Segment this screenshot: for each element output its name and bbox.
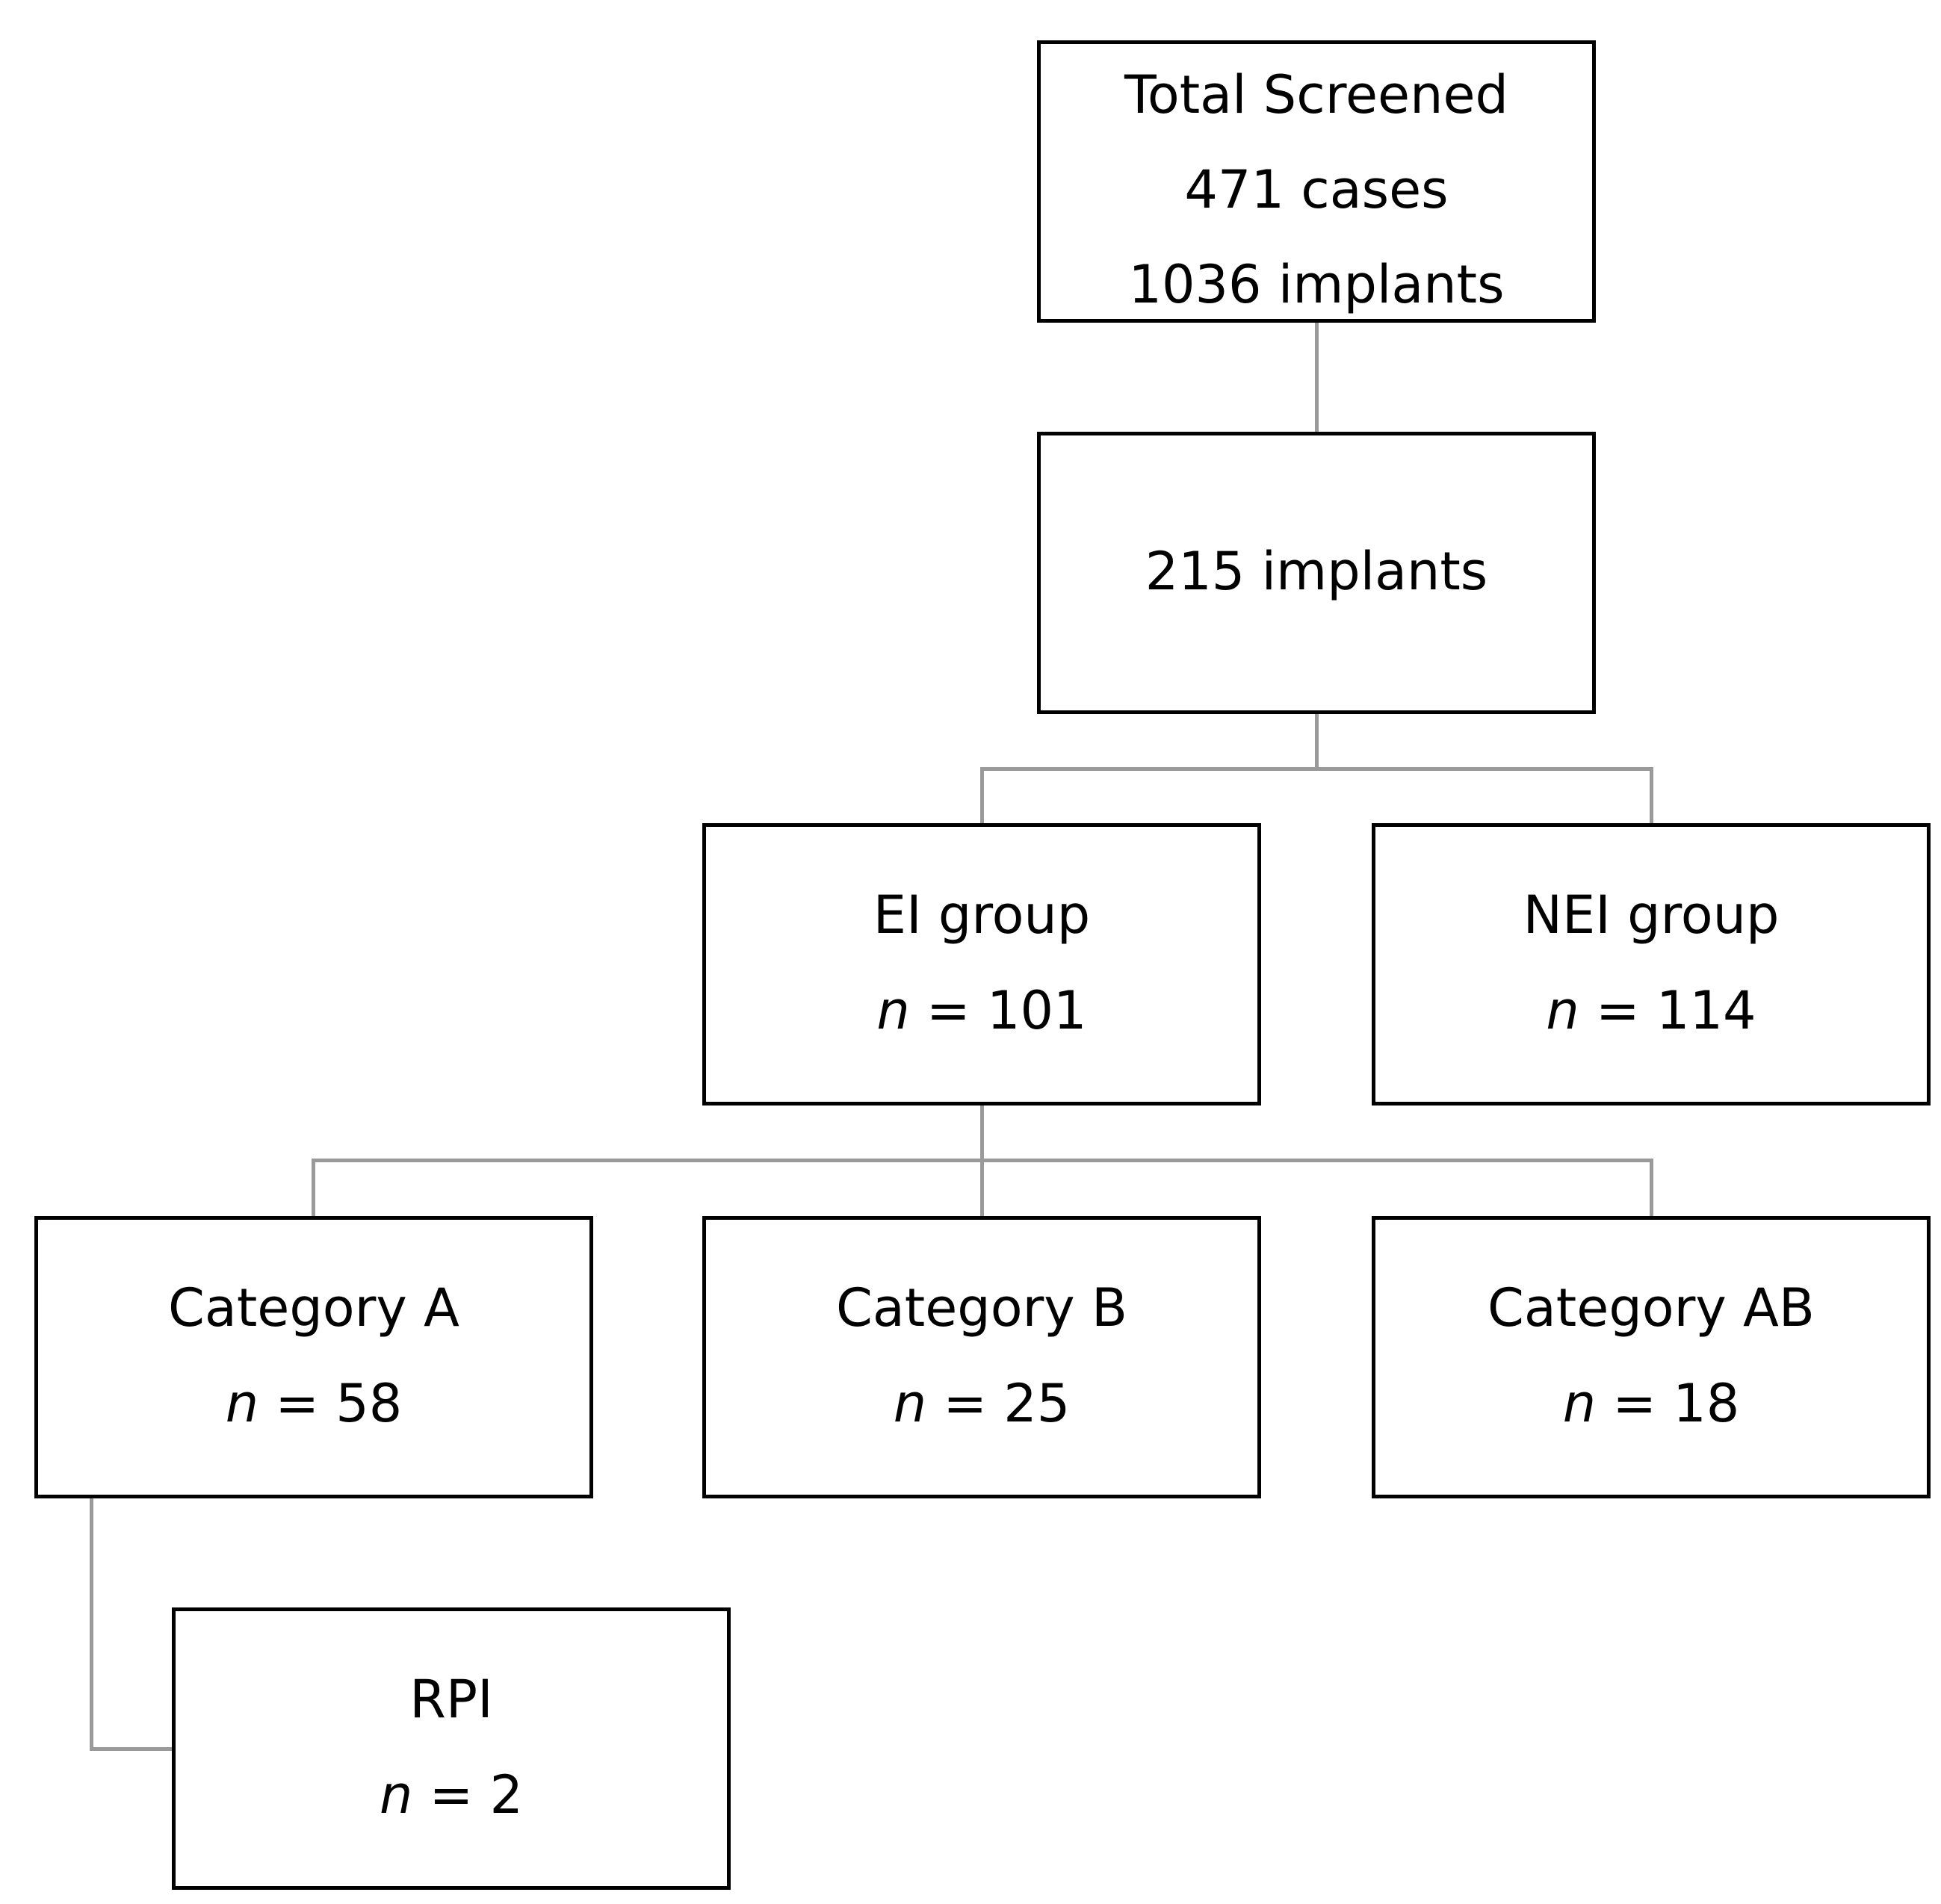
count-value: = 25 — [926, 1373, 1071, 1434]
connector-to-rpi — [90, 1747, 172, 1751]
connector-ei-branch — [312, 1159, 1653, 1162]
total-screened-cases: 471 cases — [1184, 159, 1449, 220]
count-value: = 2 — [412, 1764, 524, 1826]
category-ab-box: Category AB n = 18 — [1372, 1216, 1931, 1498]
connector-implants-stem — [1315, 714, 1319, 770]
count-value: = 58 — [259, 1373, 403, 1434]
connector-category-a-down — [90, 1498, 93, 1751]
included-implants-label: 215 implants — [1145, 541, 1488, 602]
n-symbol: n — [1562, 1373, 1597, 1434]
count-value: = 101 — [909, 980, 1087, 1041]
n-symbol: n — [225, 1373, 259, 1434]
category-ab-count: n = 18 — [1375, 1374, 1927, 1433]
ei-group-count: n = 101 — [706, 981, 1257, 1041]
connector-to-nei — [1650, 767, 1653, 823]
category-a-box: Category A n = 58 — [34, 1216, 593, 1498]
ei-group-label: EI group — [873, 884, 1091, 946]
count-value: = 18 — [1596, 1373, 1740, 1434]
category-ab-label: Category AB — [1488, 1277, 1815, 1339]
n-symbol: n — [1546, 980, 1579, 1041]
nei-group-count: n = 114 — [1375, 981, 1927, 1041]
total-screened-title: Total Screened — [1124, 64, 1508, 125]
total-screened-implants: 1036 implants — [1128, 254, 1505, 315]
rpi-box: RPI n = 2 — [172, 1607, 731, 1890]
nei-group-label: NEI group — [1523, 884, 1780, 946]
category-b-box: Category B n = 25 — [702, 1216, 1261, 1498]
connector-screened-to-implants — [1315, 323, 1319, 432]
n-symbol: n — [893, 1373, 927, 1434]
category-b-count: n = 25 — [706, 1374, 1257, 1433]
nei-group-box: NEI group n = 114 — [1372, 823, 1931, 1106]
category-a-count: n = 58 — [38, 1374, 589, 1433]
total-screened-box: Total Screened 471 cases 1036 implants — [1037, 40, 1596, 323]
count-value: = 114 — [1579, 980, 1756, 1041]
connector-to-category-a — [312, 1159, 315, 1216]
connector-implants-branch — [980, 767, 1653, 771]
rpi-label: RPI — [409, 1669, 493, 1730]
n-symbol: n — [876, 980, 910, 1041]
connector-to-ei — [980, 767, 984, 823]
connector-to-category-ab — [1650, 1159, 1653, 1216]
category-a-label: Category A — [168, 1277, 459, 1339]
rpi-count: n = 2 — [176, 1765, 727, 1825]
category-b-label: Category B — [835, 1277, 1128, 1339]
included-implants-box: 215 implants — [1037, 432, 1596, 714]
n-symbol: n — [379, 1764, 413, 1826]
ei-group-box: EI group n = 101 — [702, 823, 1261, 1106]
